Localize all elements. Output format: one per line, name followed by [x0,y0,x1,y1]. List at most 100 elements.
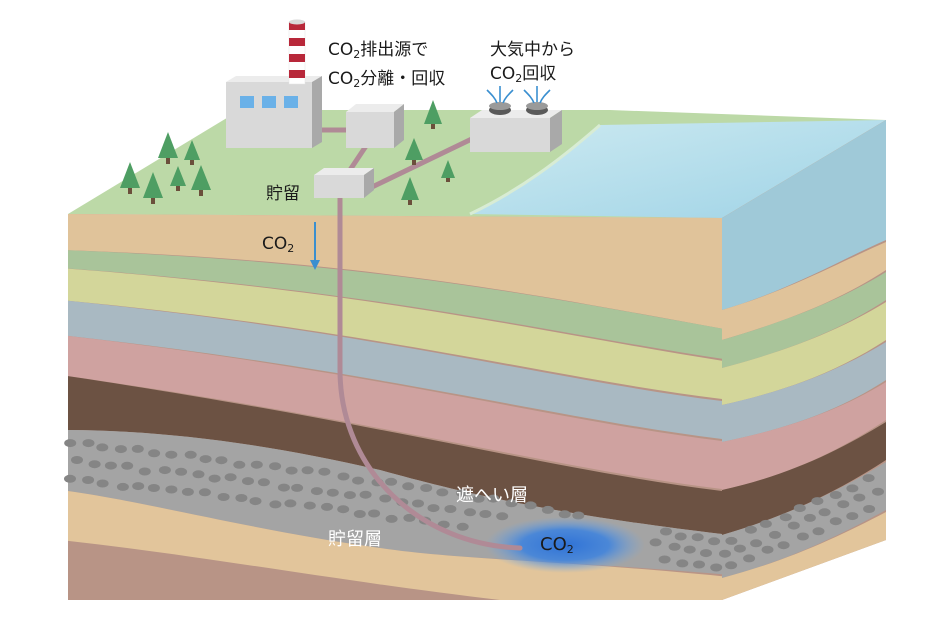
pebble [524,501,537,510]
pebble [719,549,731,558]
direct-air-capture-label: 大気中から CO2回収 [490,40,575,85]
pebble [558,510,571,519]
pebble [148,449,161,458]
pebble [257,478,270,487]
pebble [863,505,876,513]
pebble [121,461,134,470]
pebble [269,500,282,509]
pebble [184,450,197,459]
pebble [811,497,824,506]
pebble [318,467,331,476]
pebble [683,545,696,554]
pebble [385,514,398,523]
pebble [198,488,211,497]
pebble [301,466,314,475]
pebble [215,456,228,465]
pebble [464,508,476,517]
pebble [242,477,254,486]
pebble [436,488,449,497]
pebble [359,490,372,499]
pebble [444,505,457,513]
pebble [708,537,721,546]
pebble [829,517,842,526]
pebble [337,472,350,481]
pebble [337,505,350,514]
pebble [818,508,831,517]
pebble [116,482,129,491]
pebble [352,476,365,485]
factory-building [226,76,322,148]
pebble [158,466,171,475]
pebble [676,559,689,568]
pebble [846,512,859,521]
pebble [269,462,282,471]
pebble [235,494,248,502]
pebble [846,484,859,493]
pebble [803,513,816,522]
trees [120,100,455,205]
pebble [132,482,145,491]
pebble [181,487,194,496]
pebble [82,476,95,484]
pebble [541,505,554,514]
pebble [88,460,101,469]
pebble [779,513,792,522]
pebble [743,554,756,563]
pebble [291,483,304,492]
pebble [64,439,77,448]
pebble [104,461,117,470]
pebble [668,542,681,551]
pebble [368,509,381,518]
pebble [777,541,790,550]
pebble [285,466,298,475]
co2-plume-label: CO2 [540,534,574,556]
pebble [674,532,687,541]
pebble [250,460,263,469]
pebble [700,549,712,558]
pebble [862,474,875,483]
pebble [787,521,800,530]
pebble [725,561,738,570]
pebble [224,473,237,482]
pebble [472,494,485,503]
pebble [691,533,704,542]
pebble [217,493,230,501]
pebble [725,536,738,545]
pebble [131,444,144,453]
pebble [96,443,109,452]
co2-injection-label: CO2 [262,234,295,255]
pebble [82,439,95,448]
caprock-label: 遮へい層 [456,485,528,506]
pebble [829,491,842,499]
reservoir-pebbles [64,439,884,572]
pebble [710,563,723,572]
storage-unit [314,168,374,198]
pebble [837,500,850,509]
pebble [303,501,316,510]
pebble [147,484,160,492]
pebble [759,519,772,528]
pebble [487,494,500,503]
pebble [343,491,356,500]
pebble [64,474,76,483]
air-intake-arrows [486,86,551,104]
pebble [403,513,416,522]
pebble [456,522,469,531]
injection-pipe [337,192,523,551]
reservoir-label: 貯留層 [328,529,382,550]
pebble [199,455,212,464]
pebble [793,504,806,513]
pebble [479,510,492,518]
co2-down-arrow [310,222,320,270]
pebble [310,487,323,496]
pebble [165,450,178,459]
capture-unit [346,104,404,148]
smokestack [288,19,306,85]
pebble [249,497,262,506]
pebble [175,467,188,476]
pebble [326,488,339,497]
direct-air-capture-unit [470,102,562,152]
pebble [284,499,297,508]
pebble [412,499,424,508]
